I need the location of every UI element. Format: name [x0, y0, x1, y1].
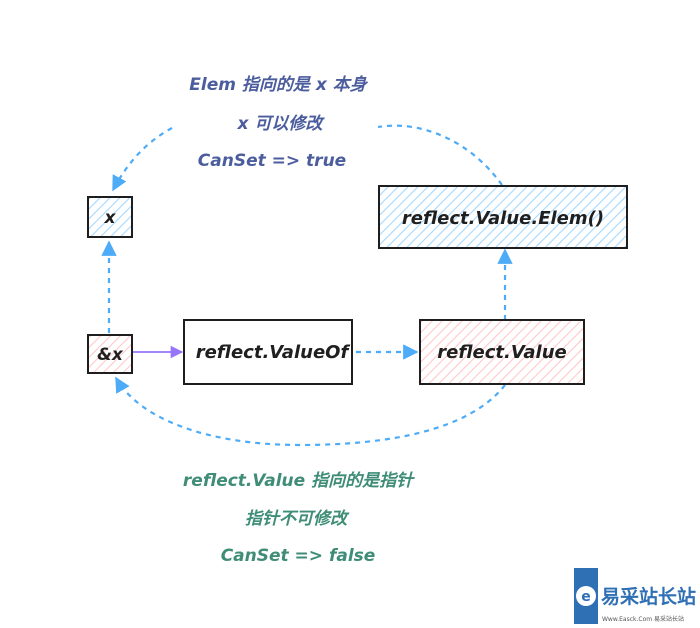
watermark-subtext: Www.Easck.Com 易采站长站 [602, 615, 684, 623]
node-x-label: x [104, 208, 117, 228]
bottom-note-line-1: reflect.Value 指向的是指针 [183, 471, 415, 491]
arrow-elem-to-top-note [377, 124, 503, 186]
node-elem-label: reflect.Value.Elem() [402, 208, 604, 229]
top-note: Elem 指向的是 x 本身 x 可以修改 CanSet => true [189, 75, 368, 171]
watermark-logo-icon [576, 586, 596, 606]
arrow-note-to-x [112, 127, 173, 192]
node-addr-x-box [87, 334, 133, 374]
node-valueof-box [183, 319, 353, 385]
bottom-note-line-2: 指针不可修改 [245, 509, 350, 529]
bottom-note-line-3: CanSet => false [221, 546, 376, 566]
node-valueof-label: reflect.ValueOf [196, 342, 351, 363]
node-value: reflect.Value [419, 319, 585, 385]
node-elem: reflect.Value.Elem() [378, 185, 628, 249]
bottom-note: reflect.Value 指向的是指针 指针不可修改 CanSet => fa… [183, 471, 415, 566]
node-x: x [87, 196, 133, 238]
top-note-line-3: CanSet => true [198, 151, 346, 171]
node-x-box [87, 196, 133, 238]
node-elem-box [378, 185, 628, 249]
node-value-box [419, 319, 585, 385]
node-addr-x: &x [87, 334, 133, 374]
watermark-text: 易采站长站 [601, 585, 696, 608]
top-note-line-1: Elem 指向的是 x 本身 [189, 75, 368, 95]
top-note-line-2: x 可以修改 [237, 114, 326, 134]
node-addr-x-label: &x [97, 345, 124, 365]
node-value-label: reflect.Value [437, 342, 566, 363]
node-valueof: reflect.ValueOf [183, 319, 353, 385]
watermark: e 易采站长站 Www.Easck.Com 易采站长站 [571, 566, 700, 628]
arrow-value-to-addr [115, 376, 506, 447]
watermark-logo-letter: e [581, 589, 591, 605]
